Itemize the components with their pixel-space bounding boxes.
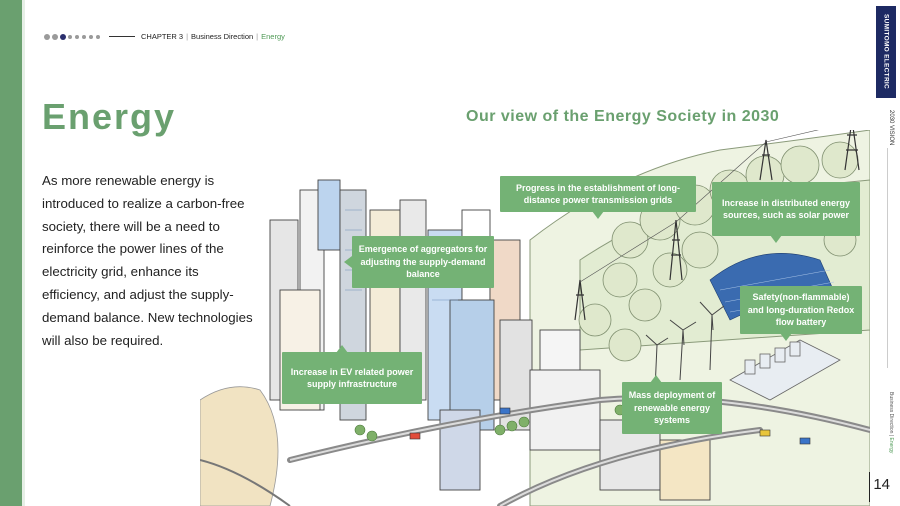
sidebar-topic: Energy	[888, 437, 894, 454]
vision-label: 2030 VISION	[888, 110, 894, 146]
nav-dot-active	[60, 33, 66, 40]
left-accent-stripe	[22, 0, 25, 506]
nav-dot	[75, 34, 79, 39]
callout-text: Safety(non-flammable) and long-duration …	[747, 292, 855, 328]
breadcrumb-topic: Energy	[261, 32, 285, 41]
callout-transmission-grids: Progress in the establishment of long-di…	[500, 176, 696, 219]
callout-renewable-deployment: Mass deployment of renewable energy syst…	[622, 375, 722, 434]
callout-text: Increase in distributed energy sources, …	[721, 197, 851, 221]
left-accent-bar	[0, 0, 22, 506]
nav-dot	[52, 33, 58, 40]
body-paragraph: As more renewable energy is introduced t…	[42, 173, 253, 348]
nav-dot	[96, 34, 100, 39]
nav-divider	[109, 36, 135, 37]
callout-text: Increase in EV related power supply infr…	[290, 366, 414, 390]
page-title: Energy	[42, 96, 177, 137]
nav-dot	[44, 33, 50, 40]
nav-dot	[82, 34, 86, 39]
sidebar-divider	[887, 148, 888, 368]
chapter-breadcrumb: CHAPTER 3|Business Direction|Energy	[44, 32, 285, 41]
callout-aggregators: Emergence of aggregators for adjusting t…	[344, 236, 494, 288]
breadcrumb-text: CHAPTER 3|Business Direction|Energy	[141, 32, 285, 41]
breadcrumb-section: Business Direction	[191, 32, 254, 41]
callout-distributed-energy: Increase in distributed energy sources, …	[712, 182, 860, 243]
callout-text: Emergence of aggregators for adjusting t…	[358, 244, 488, 280]
illustration-title: Our view of the Energy Society in 2030	[466, 108, 780, 125]
brand-tab	[876, 6, 896, 98]
page-number-divider	[869, 472, 870, 502]
sidebar-breadcrumb: Business Direction | Energy	[888, 392, 894, 454]
sidebar-section: Business Direction	[888, 392, 894, 434]
callout-ev-infrastructure: Increase in EV related power supply infr…	[282, 345, 422, 404]
page-number: 14	[873, 476, 890, 493]
nav-dot	[89, 34, 93, 39]
callout-redox-battery: Safety(non-flammable) and long-duration …	[740, 286, 862, 341]
callout-text: Progress in the establishment of long-di…	[515, 182, 681, 206]
brand-name: SUMITOMO ELECTRIC	[882, 14, 890, 90]
breadcrumb-chapter: CHAPTER 3	[141, 32, 184, 41]
callout-text: Mass deployment of renewable energy syst…	[628, 390, 716, 426]
nav-dot	[68, 34, 72, 39]
